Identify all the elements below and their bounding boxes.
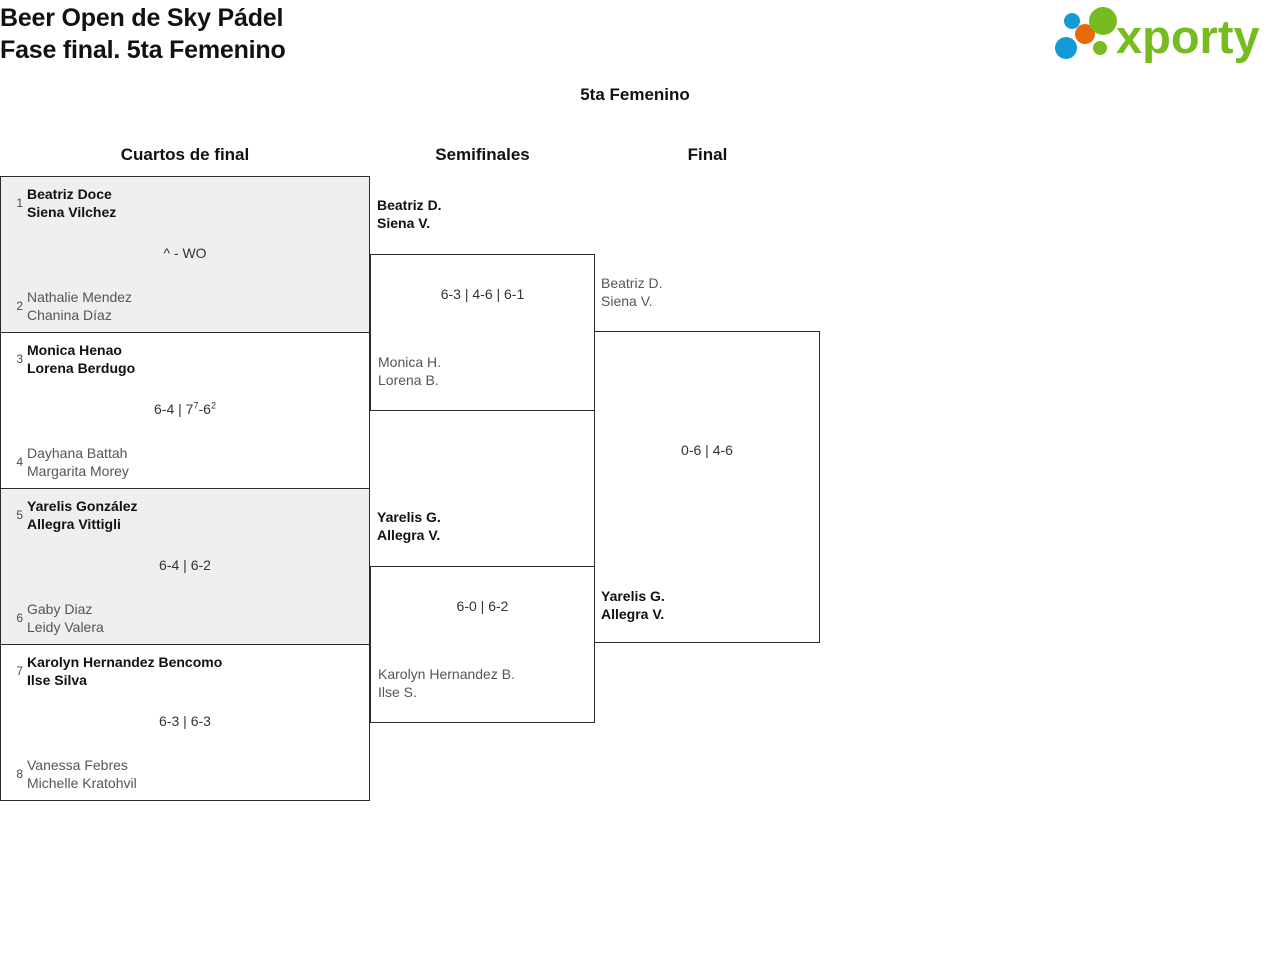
player-name: Beatriz Doce — [27, 186, 112, 202]
player-name: Monica Henao — [27, 342, 122, 358]
player-name: Beatriz D. — [601, 275, 663, 291]
score-tiebreak1: 7 — [193, 400, 199, 411]
match-score: 6-3 | 6-3 — [159, 713, 211, 729]
final-top-team: Beatriz D. Siena V. — [601, 274, 662, 310]
logo-dot-blue-top — [1064, 13, 1080, 29]
xporty-logo-svg: xporty — [1055, 7, 1260, 63]
logo-dot-orange — [1075, 24, 1095, 44]
match-score: 6-0 | 6-2 — [456, 598, 509, 614]
player-name: Karolyn Hernandez Bencomo — [27, 654, 223, 670]
logo-dot-green-small — [1093, 41, 1107, 55]
score-separator: | — [174, 401, 186, 417]
player-name: Leidy Valera — [27, 619, 104, 635]
player-name: Siena V. — [377, 215, 431, 231]
seed-number: 1 — [16, 196, 23, 210]
player-name: Lorena Berdugo — [27, 360, 136, 376]
player-name: Chanina Díaz — [27, 307, 112, 323]
player-name: Monica H. — [378, 354, 442, 370]
player-name: Lorena B. — [378, 372, 439, 388]
player-name: Ilse S. — [378, 684, 417, 700]
player-name: Gaby Diaz — [27, 601, 93, 617]
round-header-semifinals: Semifinales — [435, 145, 530, 164]
seed-number: 2 — [16, 299, 23, 313]
player-name: Yarelis González — [27, 498, 138, 514]
page-title: Beer Open de Sky Pádel Fase final. 5ta F… — [0, 2, 286, 66]
player-name: Vanessa Febres — [27, 757, 128, 773]
xporty-logo[interactable]: xporty — [1044, 4, 1274, 70]
player-name: Yarelis G. — [601, 588, 665, 604]
semifinal-2-advancing-team: Yarelis G. Allegra V. — [377, 508, 441, 544]
round-header-quarterfinals: Cuartos de final — [120, 145, 250, 164]
semifinal-1-advancing-team: Beatriz D. Siena V. — [377, 196, 442, 232]
seed-number: 8 — [16, 767, 23, 781]
player-name: Allegra V. — [601, 606, 665, 622]
logo-wordmark: xporty — [1116, 10, 1260, 63]
player-name: Allegra V. — [377, 527, 441, 543]
category-title: 5ta Femenino — [0, 85, 1280, 105]
match-score: ^ - WO — [163, 245, 207, 261]
player-name: Siena V. — [601, 293, 653, 309]
seed-number: 4 — [16, 455, 23, 469]
score-dash: - — [198, 401, 204, 417]
match-score: 6-4 | 77-62 — [1, 401, 369, 417]
logo-dot-blue-bottom — [1055, 37, 1077, 59]
team-bottom: Monica H. Lorena B. — [378, 353, 441, 389]
category-title-text: 5ta Femenino — [580, 85, 690, 104]
team-bottom: Yarelis G. Allegra V. — [601, 587, 665, 623]
player-name: Margarita Morey — [27, 463, 129, 479]
seed-number: 6 — [16, 611, 23, 625]
player-name: Dayhana Battah — [27, 445, 128, 461]
page-title-line1: Beer Open de Sky Pádel — [0, 4, 284, 32]
match-score: 6-4 | 6-2 — [159, 557, 211, 573]
team-bottom: Karolyn Hernandez B. Ilse S. — [378, 665, 515, 701]
player-name: Karolyn Hernandez B. — [378, 666, 515, 682]
player-name: Siena Vilchez — [27, 204, 117, 220]
page-title-line2: Fase final. 5ta Femenino — [0, 36, 286, 64]
match-semifinal-2[interactable]: 6-0 | 6-2 Karolyn Hernandez B. Ilse S. — [370, 566, 595, 723]
score-game2: 6 — [203, 401, 211, 417]
match-final[interactable]: 0-6 | 4-6 Yarelis G. Allegra V. — [594, 331, 820, 643]
seed-number: 3 — [16, 352, 23, 366]
player-name: Ilse Silva — [27, 672, 87, 688]
score-set1: 6-4 — [154, 401, 175, 417]
player-name: Allegra Vittigli — [27, 516, 121, 532]
player-name: Beatriz D. — [377, 197, 442, 213]
player-name: Nathalie Mendez — [27, 289, 133, 305]
player-name: Michelle Kratohvil — [27, 775, 137, 791]
player-name: Yarelis G. — [377, 509, 441, 525]
match-score: 0-6 | 4-6 — [681, 442, 733, 458]
match-semifinal-1[interactable]: 6-3 | 4-6 | 6-1 Monica H. Lorena B. — [370, 254, 595, 411]
score-game1: 7 — [185, 401, 194, 417]
round-header-final: Final — [687, 145, 728, 164]
seed-number: 7 — [16, 664, 23, 678]
logo-dot-green-large — [1089, 7, 1117, 35]
seed-number: 5 — [16, 508, 23, 522]
score-tiebreak2: 2 — [210, 400, 216, 411]
match-score: 6-3 | 4-6 | 6-1 — [440, 286, 525, 302]
